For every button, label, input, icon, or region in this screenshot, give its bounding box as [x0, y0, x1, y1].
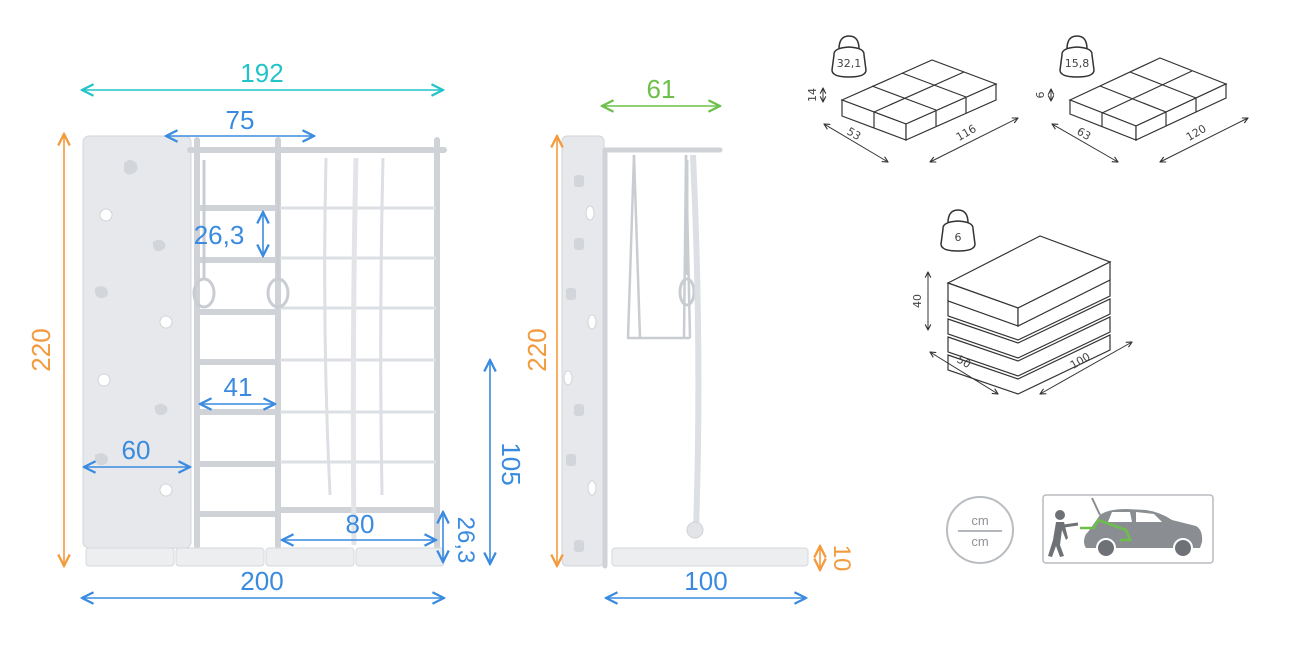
- dim-height: 220: [26, 328, 56, 371]
- dim-top-bar: 75: [226, 105, 255, 135]
- package-3-width: 50: [954, 353, 973, 371]
- package-3: 6 40 50 100: [911, 209, 1132, 395]
- package-1-box: [840, 59, 998, 141]
- dim-mat-height: 10: [828, 545, 855, 572]
- dim-line-package-3-length: [1040, 342, 1132, 394]
- rope-net: [280, 157, 436, 546]
- kettlebell-icon: [1059, 35, 1095, 78]
- dim-mat-length: 100: [684, 566, 727, 596]
- side-view: 61 220 100 10: [522, 74, 855, 598]
- trapeze-swing: [626, 154, 692, 340]
- hanging-ring: [678, 160, 696, 307]
- package-2-height: 6: [1034, 92, 1047, 99]
- package-1-width: 53: [844, 125, 863, 143]
- climbing-rope: [690, 154, 702, 531]
- package-3-box: [946, 235, 1112, 395]
- floor-mats: [85, 547, 445, 567]
- car-loading-icon: [1042, 494, 1214, 564]
- dim-rung-spacing: 26,3: [194, 220, 245, 250]
- units-badge: cm cm: [946, 496, 1014, 564]
- dim-line-package-1-width: [824, 124, 888, 162]
- gymnastic-rings: [192, 160, 290, 309]
- climbing-holds: [94, 160, 173, 497]
- side-frame: [602, 147, 723, 569]
- package-2-box: [1068, 57, 1228, 141]
- front-view: 192 75 26,3 41 60 80 26,3 105 220 200: [26, 58, 526, 598]
- package-1-height: 14: [806, 88, 819, 102]
- dim-panel-width: 60: [122, 435, 151, 465]
- dim-side-total-height: 220: [522, 328, 552, 371]
- kettlebell-icon: [831, 35, 867, 78]
- dim-depth: 61: [647, 74, 676, 104]
- wall-bars-frame: [187, 137, 447, 549]
- side-mat: [611, 547, 809, 567]
- package-2-weight: 15,8: [1065, 57, 1090, 70]
- dim-line-package-2-length: [1160, 118, 1248, 162]
- climbing-wall-panel: [82, 135, 192, 549]
- dim-bottom-span: 80: [346, 509, 375, 539]
- package-1-weight: 32,1: [837, 57, 862, 70]
- package-2-width: 63: [1074, 125, 1093, 143]
- kettlebell-icon: [940, 209, 976, 252]
- package-1: 32,1 14 53 116: [806, 35, 1018, 162]
- dim-side-height: 105: [496, 442, 526, 485]
- side-wall-panel: [561, 135, 605, 567]
- package-3-height: 40: [911, 294, 924, 308]
- dim-line-package-1-length: [930, 118, 1018, 162]
- dim-line-package-2-width: [1052, 124, 1118, 162]
- dim-mat-width: 200: [240, 566, 283, 596]
- package-1-length: 116: [954, 122, 979, 144]
- package-2: 15,8 6 63 120: [1034, 35, 1248, 162]
- units-bottom: cm: [971, 534, 988, 549]
- dim-total-width: 192: [240, 58, 283, 88]
- side-holds: [563, 175, 597, 552]
- package-3-weight: 6: [955, 231, 962, 244]
- dim-line-package-3-width: [930, 352, 998, 394]
- dim-bottom-height: 26,3: [452, 517, 479, 564]
- package-2-length: 120: [1184, 122, 1209, 144]
- units-top: cm: [971, 513, 988, 528]
- dim-inner-width: 41: [224, 372, 253, 402]
